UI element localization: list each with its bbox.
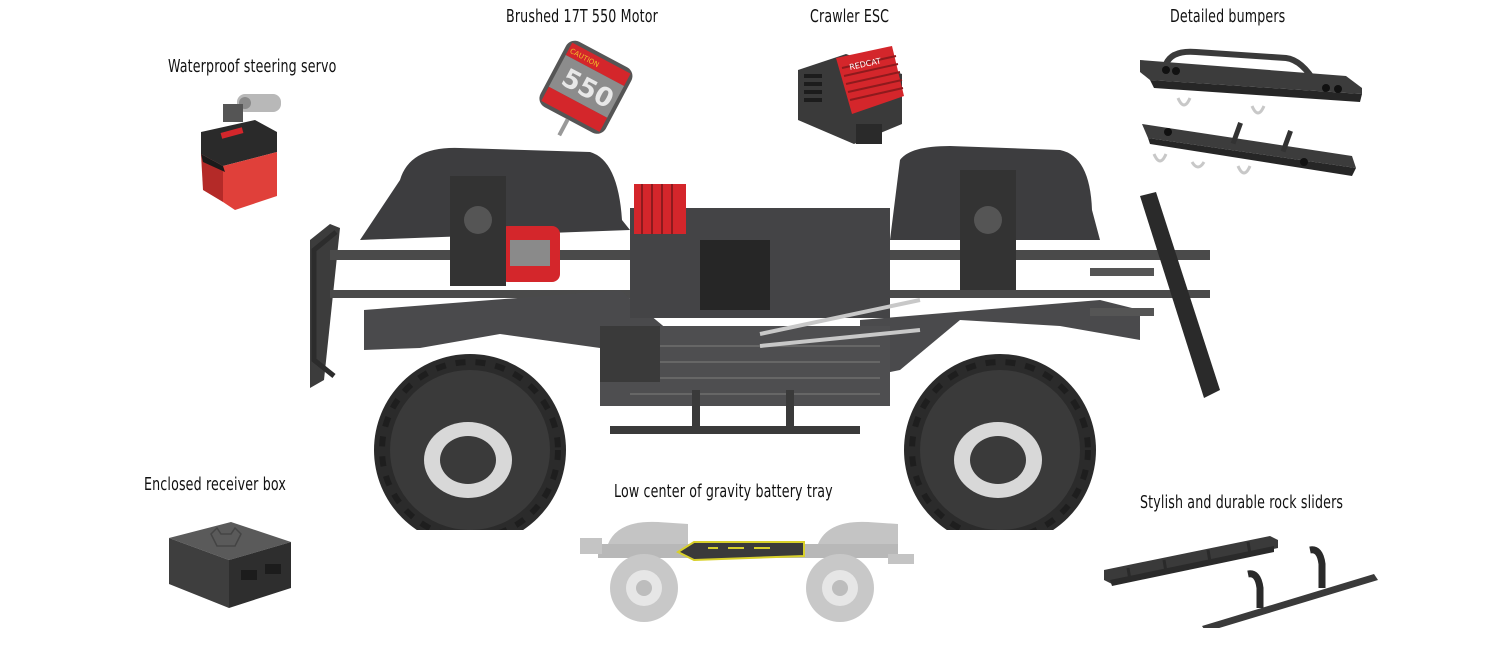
label-rock-sliders: Stylish and durable rock sliders bbox=[1140, 492, 1344, 513]
label-bumpers: Detailed bumpers bbox=[1170, 6, 1286, 27]
rock-sliders-image bbox=[1098, 528, 1388, 628]
label-receiver: Enclosed receiver box bbox=[144, 474, 286, 495]
label-battery-tray: Low center of gravity battery tray bbox=[614, 481, 833, 502]
motor-image: 550 CAUTION bbox=[524, 38, 652, 150]
label-motor: Brushed 17T 550 Motor bbox=[506, 6, 658, 27]
label-servo: Waterproof steering servo bbox=[168, 56, 337, 77]
label-esc: Crawler ESC bbox=[810, 6, 890, 27]
chassis-image bbox=[300, 140, 1230, 530]
servo-image bbox=[195, 92, 285, 212]
esc-image: REDCAT bbox=[796, 40, 906, 152]
battery-tray-image bbox=[578, 514, 918, 624]
receiver-box-image bbox=[165, 508, 295, 612]
bumpers-image bbox=[1126, 44, 1376, 204]
